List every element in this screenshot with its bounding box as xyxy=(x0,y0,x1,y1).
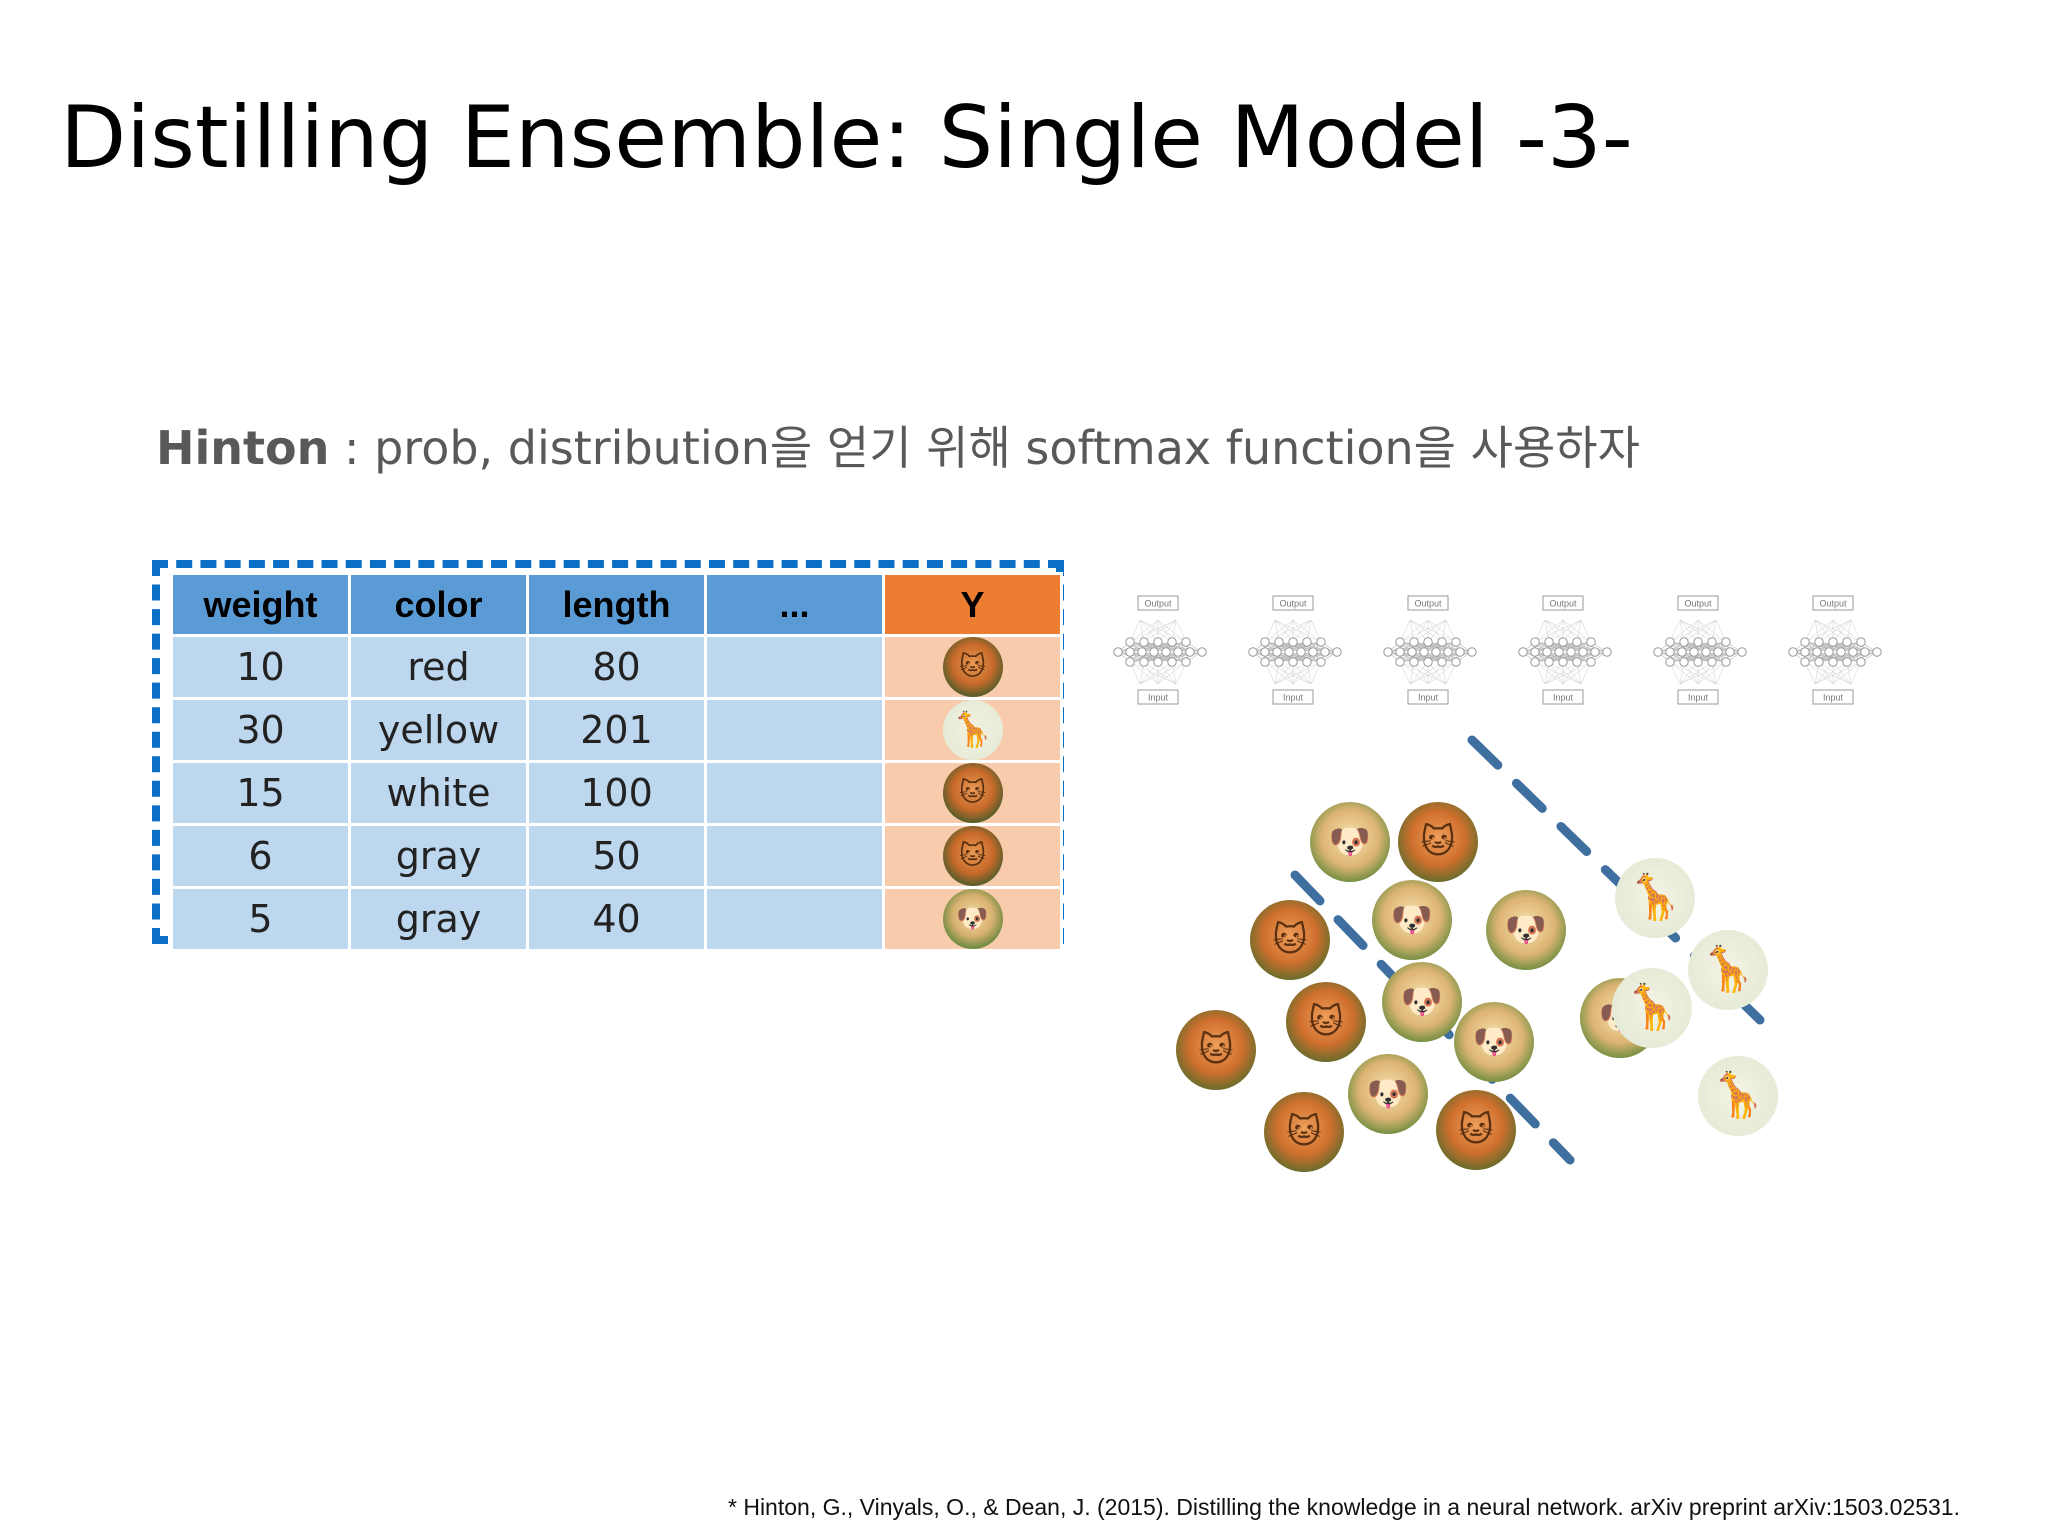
cat-icon: 🐱 xyxy=(1286,982,1366,1062)
cell-weight: 10 xyxy=(170,634,351,700)
dog-icon: 🐶 xyxy=(1454,1002,1534,1082)
table-row: 10 red 80 🐱 xyxy=(170,634,1063,700)
header-y: Y xyxy=(882,572,1063,637)
giraffe-icon: 🦒 xyxy=(1615,858,1695,938)
cat-icon: 🐱 xyxy=(1250,900,1330,980)
cell-length: 80 xyxy=(526,634,707,700)
cat-icon: 🐱 xyxy=(942,637,1003,697)
cat-icon: 🐱 xyxy=(1436,1090,1516,1170)
cat-icon: 🐱 xyxy=(1398,802,1478,882)
decision-boundaries xyxy=(1290,735,1765,1165)
cell-more xyxy=(704,760,885,826)
cat-icon: 🐱 xyxy=(942,826,1003,886)
cell-color: gray xyxy=(348,823,529,889)
cell-color: white xyxy=(348,760,529,826)
neural-network-diagram: Output Input xyxy=(1370,590,1494,712)
network-output-label: Output xyxy=(1819,599,1847,609)
cell-length: 201 xyxy=(526,697,707,763)
cat-icon: 🐱 xyxy=(942,763,1003,823)
dog-icon: 🐶 xyxy=(1372,880,1452,960)
cell-weight: 6 xyxy=(170,823,351,889)
header-more: ... xyxy=(704,572,885,637)
cell-length: 100 xyxy=(526,760,707,826)
cell-more xyxy=(704,634,885,700)
table-row: 30 yellow 201 🦒 xyxy=(170,697,1063,763)
neural-network-diagram: Output Input xyxy=(1235,590,1359,712)
subtitle-text: : prob, distribution을 얻기 위해 softmax func… xyxy=(329,421,1640,475)
subtitle-author: Hinton xyxy=(156,421,330,475)
network-output-label: Output xyxy=(1414,599,1442,609)
cell-length: 50 xyxy=(526,823,707,889)
neural-network-diagram: Output Input xyxy=(1640,590,1764,712)
cell-more xyxy=(704,697,885,763)
giraffe-icon: 🦒 xyxy=(1612,968,1692,1048)
cell-color: yellow xyxy=(348,697,529,763)
giraffe-icon: 🦒 xyxy=(1688,930,1768,1010)
neural-network-diagram: Output Input xyxy=(1100,590,1224,712)
dog-icon: 🐶 xyxy=(1348,1054,1428,1134)
network-output-label: Output xyxy=(1279,599,1307,609)
table-row: 5 gray 40 🐶 xyxy=(170,886,1063,952)
network-output-label: Output xyxy=(1684,599,1712,609)
dataset-table: weight color length ... Y 10 red 80 🐱 30… xyxy=(170,572,1063,952)
header-length: length xyxy=(526,572,707,637)
cell-weight: 5 xyxy=(170,886,351,952)
dog-icon: 🐶 xyxy=(1310,802,1390,882)
citation: * Hinton, G., Vinyals, O., & Dean, J. (2… xyxy=(728,1494,1960,1520)
network-input-label: Input xyxy=(1688,693,1709,703)
neural-network-diagram: Output Input xyxy=(1505,590,1629,712)
dog-icon: 🐶 xyxy=(942,889,1003,949)
cell-color: red xyxy=(348,634,529,700)
cat-icon: 🐱 xyxy=(1176,1010,1256,1090)
cell-y: 🦒 xyxy=(882,697,1063,763)
neural-network-diagram: Output Input xyxy=(1775,590,1899,712)
cell-y: 🐱 xyxy=(882,760,1063,826)
table-row: 15 white 100 🐱 xyxy=(170,760,1063,826)
header-color: color xyxy=(348,572,529,637)
cell-weight: 15 xyxy=(170,760,351,826)
slide-subtitle: Hinton : prob, distribution을 얻기 위해 softm… xyxy=(156,412,1640,478)
network-output-label: Output xyxy=(1549,599,1577,609)
network-input-label: Input xyxy=(1283,693,1304,703)
dog-icon: 🐶 xyxy=(1486,890,1566,970)
dataset-table-frame: weight color length ... Y 10 red 80 🐱 30… xyxy=(152,560,1064,952)
network-input-label: Input xyxy=(1148,693,1169,703)
classification-cluster: 🐶🐱🐱🐶🐶🐶🐱🐱🐶🐶🐶🐱🐱🦒🦒🦒🦒 xyxy=(1100,720,1920,1240)
table-row: 6 gray 50 🐱 xyxy=(170,823,1063,889)
cell-more xyxy=(704,823,885,889)
header-weight: weight xyxy=(170,572,351,637)
network-input-label: Input xyxy=(1823,693,1844,703)
network-input-label: Input xyxy=(1418,693,1439,703)
ensemble-networks: Output Input Output Input Output Input O… xyxy=(1100,590,2000,720)
giraffe-icon: 🦒 xyxy=(942,700,1003,760)
table-header-row: weight color length ... Y xyxy=(170,572,1063,637)
cell-y: 🐶 xyxy=(882,886,1063,952)
cell-weight: 30 xyxy=(170,697,351,763)
giraffe-icon: 🦒 xyxy=(1698,1056,1778,1136)
network-output-label: Output xyxy=(1144,599,1172,609)
cell-y: 🐱 xyxy=(882,634,1063,700)
cell-more xyxy=(704,886,885,952)
cell-length: 40 xyxy=(526,886,707,952)
cell-color: gray xyxy=(348,886,529,952)
cell-y: 🐱 xyxy=(882,823,1063,889)
network-input-label: Input xyxy=(1553,693,1574,703)
slide-title: Distilling Ensemble: Single Model -3- xyxy=(60,88,1633,188)
dog-icon: 🐶 xyxy=(1382,962,1462,1042)
cat-icon: 🐱 xyxy=(1264,1092,1344,1172)
